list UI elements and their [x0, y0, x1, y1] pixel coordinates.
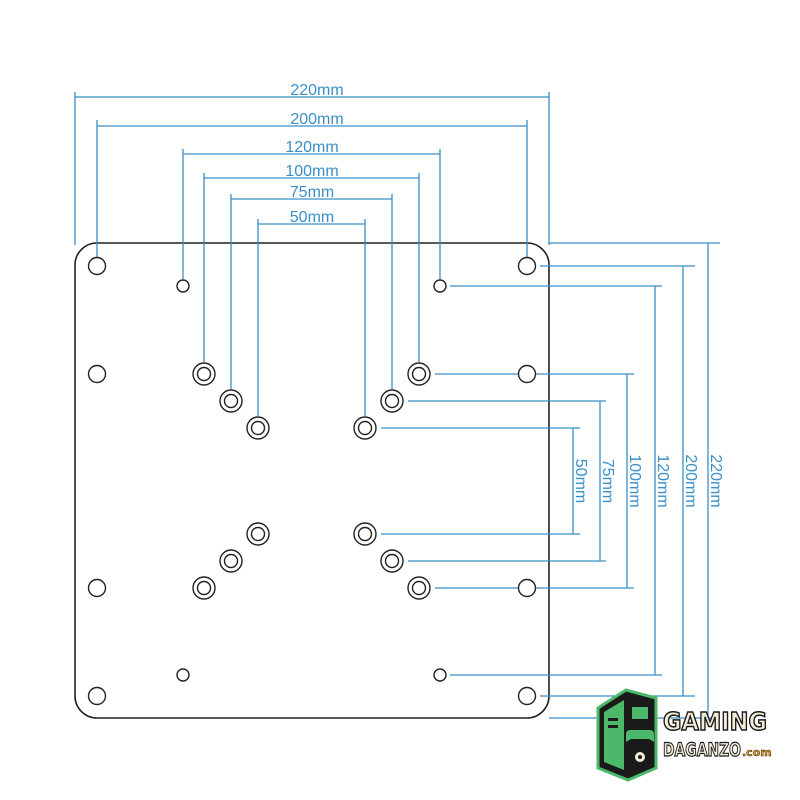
holes-countersunk	[192, 362, 431, 600]
logo-line2: DAGANZO	[663, 739, 741, 761]
horizontal-dimension-labels: 220mm 200mm 120mm 100mm 75mm 50mm	[285, 82, 343, 226]
logo-line1: GAMING	[663, 707, 767, 736]
horizontal-dimension-lines	[74, 92, 550, 416]
dim-label-v200: 200mm	[682, 454, 699, 507]
gamepad-icon	[626, 730, 654, 742]
dim-label-h200: 200mm	[290, 111, 343, 128]
vertical-dimension-lines	[381, 242, 720, 719]
holes-120	[176, 279, 447, 682]
mounting-plate	[74, 242, 550, 719]
dim-label-h220: 220mm	[290, 82, 343, 99]
dim-label-v220: 220mm	[707, 454, 724, 507]
dim-label-h50: 50mm	[290, 209, 334, 226]
dim-label-h100: 100mm	[285, 163, 338, 180]
dim-label-v75: 75mm	[599, 459, 616, 503]
holes-200	[87, 256, 537, 706]
dim-label-v120: 120mm	[654, 454, 671, 507]
dim-label-v50: 50mm	[572, 459, 589, 503]
vertical-dimension-labels: 50mm 75mm 100mm 120mm 200mm 220mm	[572, 454, 724, 507]
dim-label-h75: 75mm	[290, 184, 334, 201]
dim-label-h120: 120mm	[285, 139, 338, 156]
logo-suffix: .com	[742, 746, 772, 759]
gaming-daganzo-logo: GAMING DAGANZO .com	[596, 688, 772, 782]
dim-label-v100: 100mm	[626, 454, 643, 507]
